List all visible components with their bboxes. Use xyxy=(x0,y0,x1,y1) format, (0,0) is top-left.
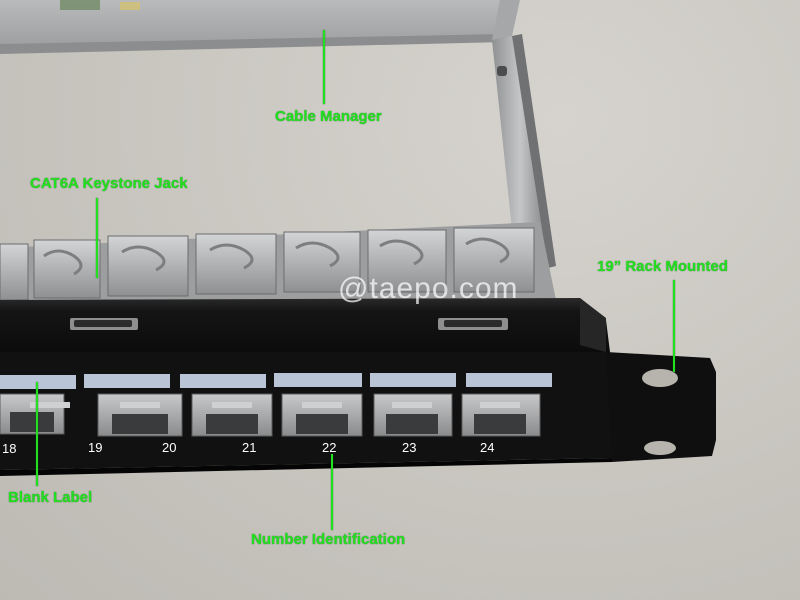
port-number: 23 xyxy=(402,440,416,455)
port-number-labels: 18 19 20 21 22 23 24 xyxy=(2,440,494,456)
port-number: 18 xyxy=(2,441,16,456)
rack-mount-hole-bottom xyxy=(644,441,676,455)
number-identification-leader-line xyxy=(331,454,333,530)
number-identification-label: Number Identification xyxy=(251,531,406,548)
rack-mount-hole-top xyxy=(642,369,678,387)
port-number: 21 xyxy=(242,440,256,455)
port-number: 20 xyxy=(162,440,176,455)
cable-manager-label: Cable Manager xyxy=(275,108,382,125)
cable-manager-leader-line xyxy=(323,30,325,104)
blank-label-strips xyxy=(0,373,552,389)
keystone-jack-label: CAT6A Keystone Jack xyxy=(30,175,188,192)
rack-mounted-leader-line xyxy=(673,280,675,372)
keystone-jack-row xyxy=(0,222,556,318)
rack-mounted-label: 19” Rack Mounted xyxy=(597,258,728,275)
port-number: 19 xyxy=(88,440,102,455)
port-number: 24 xyxy=(480,440,494,455)
blank-label-label: Blank Label xyxy=(8,489,93,506)
rj45-ports xyxy=(0,393,541,437)
watermark: @taepo.com xyxy=(338,272,519,305)
keystone-jack-leader-line xyxy=(96,198,98,278)
rack-ear xyxy=(606,352,716,462)
blank-label-leader-line xyxy=(36,382,38,486)
cable-manager-rail xyxy=(0,0,505,54)
port-number: 22 xyxy=(322,440,336,455)
